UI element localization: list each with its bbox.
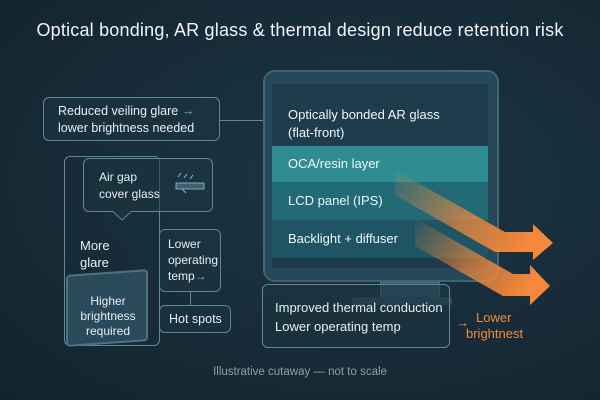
diagram-title: Optical bonding, AR glass & thermal desi… — [36, 20, 564, 40]
heat-arrows — [395, 170, 553, 305]
thermal-conduction-box: Improved thermal conduction Lower operat… — [262, 284, 450, 348]
air-gap-box: Air gap cover glass — [83, 158, 213, 212]
monitor-screen: Optically bonded AR glass (flat-front) O… — [272, 84, 488, 268]
arrow-right-icon: → — [194, 269, 207, 283]
reduced-glare-callout: Reduced veiling glare → lower brightness… — [43, 97, 220, 141]
cover-glass-icon — [175, 172, 205, 194]
footer-note: Illustrative cutaway — not to scale — [213, 366, 387, 378]
layer-ar-glass: Optically bonded AR glass (flat-front) — [272, 84, 488, 146]
lower-brightness-needed-text: lower brightness needed — [58, 121, 195, 135]
more-glare-label: More glare — [80, 238, 110, 270]
lower-operating-temp-box: Lower operating temp→ — [159, 229, 221, 292]
temp-connector — [190, 292, 191, 306]
higher-brightness-label: Higher brightness required — [80, 294, 136, 338]
reduced-glare-text: Reduced veiling glare — [58, 104, 179, 118]
callout-pointer — [112, 210, 132, 221]
heat-arrow-upper — [395, 170, 553, 260]
arrow-right-icon: → — [181, 104, 195, 118]
arrow-right-icon: → — [456, 315, 469, 330]
layer-oca-resin: OCA/resin layer — [272, 146, 488, 182]
hot-spots-box: Hot spots — [159, 305, 231, 333]
callout-connector — [220, 120, 272, 121]
heat-arrow-lower — [415, 218, 550, 305]
